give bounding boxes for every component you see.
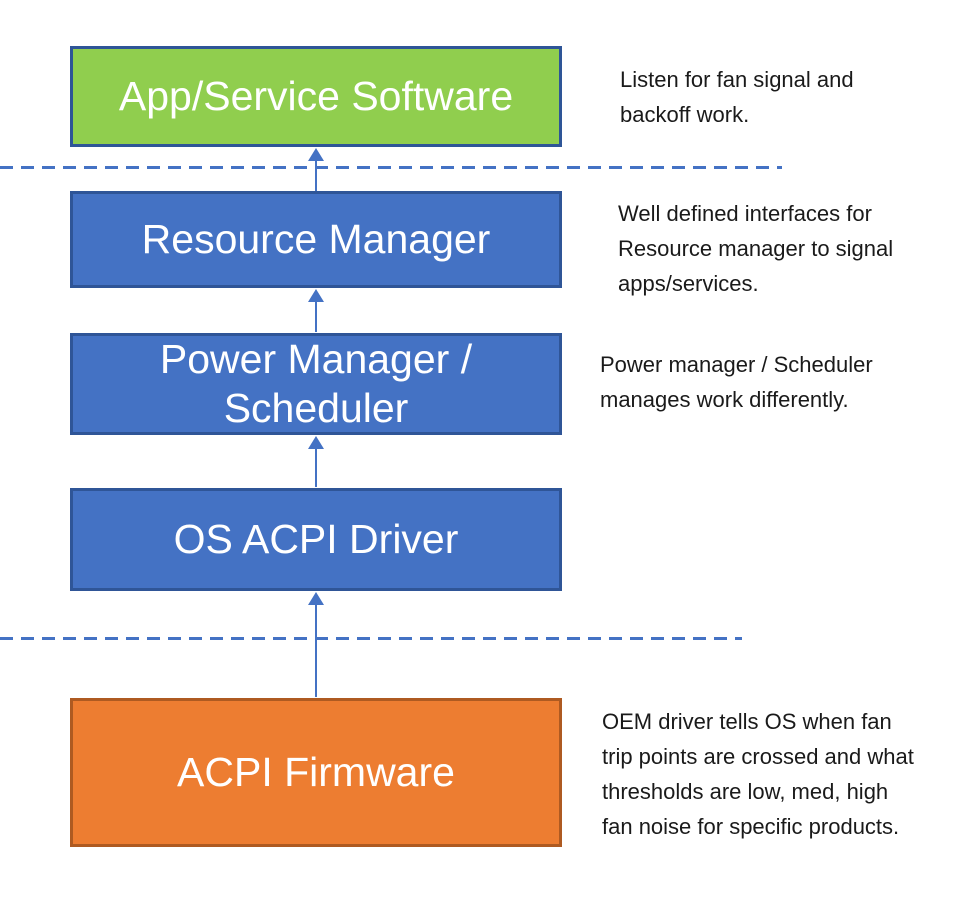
arrow-os-acpi-driver-to-power-manager [308,436,324,487]
annotation-power-manager-scheduler: Power manager / Scheduler manages work d… [600,352,873,412]
arrow-resource-manager-to-app [308,148,324,191]
arrowhead-up-icon [308,592,324,605]
layer-box-power-manager-scheduler: Power Manager / Scheduler [70,333,562,435]
layer-label-power-manager-scheduler: Power Manager / Scheduler [159,335,473,431]
layer-label-resource-manager: Resource Manager [141,215,491,262]
arrow-shaft [315,161,317,191]
arrow-shaft [315,605,317,697]
boundary-dashed-line-bottom [0,637,742,640]
arrowhead-up-icon [308,436,324,449]
layer-box-resource-manager: Resource Manager [70,191,562,288]
annotation-app-service-software: Listen for fan signal and backoff work. [620,67,854,127]
annotation-resource-manager: Well defined interfaces for Resource man… [618,201,894,296]
layer-box-os-acpi-driver: OS ACPI Driver [70,488,562,591]
layer-box-app-service-software: App/Service Software [70,46,562,147]
annotation-acpi-firmware: OEM driver tells OS when fan trip points… [602,709,914,839]
arrowhead-up-icon [308,289,324,302]
arrow-power-manager-to-resource-manager [308,289,324,332]
boundary-dashed-line-top [0,166,782,169]
arrow-acpi-firmware-to-os-acpi-driver [308,592,324,697]
arrow-shaft [315,302,317,332]
layer-label-acpi-firmware: ACPI Firmware [177,748,455,795]
layer-box-acpi-firmware: ACPI Firmware [70,698,562,847]
arrowhead-up-icon [308,148,324,161]
layer-label-app-service-software: App/Service Software [118,72,514,119]
layer-label-os-acpi-driver: OS ACPI Driver [173,515,459,562]
arrow-shaft [315,449,317,487]
